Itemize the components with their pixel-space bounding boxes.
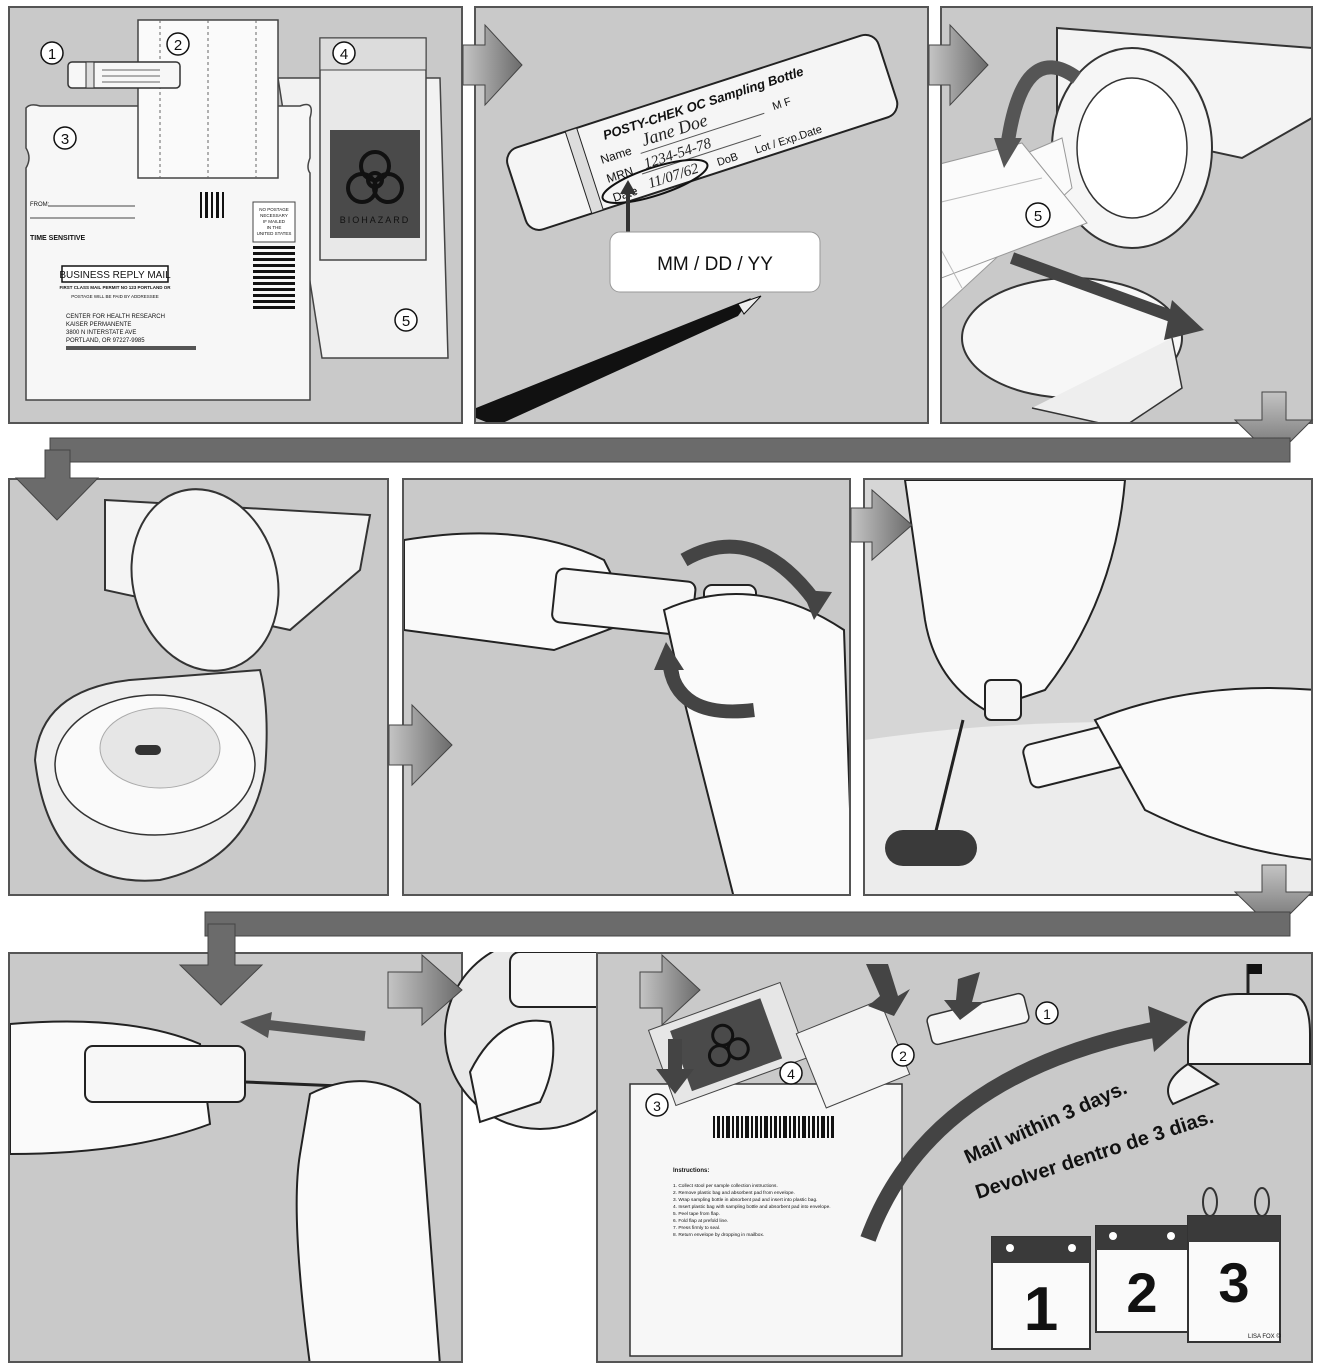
- instruction-line: 6. Fold flap at prefold line.: [673, 1218, 728, 1224]
- svg-text:3: 3: [1218, 1251, 1249, 1314]
- no-postage-line: NECESSARY: [260, 213, 288, 218]
- svg-text:2: 2: [899, 1048, 907, 1064]
- panel-2-label-bottle: POSTY-CHEK OC Sampling Bottle Name Jane …: [474, 6, 929, 424]
- panel-1-kit-contents: BIOHAZARD FROM: TIME SENSITIVE NO POSTAG…: [8, 6, 463, 424]
- number-badge: 2: [167, 33, 189, 55]
- instruction-line: 3. Wrap sampling bottle in absorbent pad…: [673, 1197, 817, 1203]
- right-hand: [664, 594, 851, 896]
- artist-credit: LISA FOX ©: [1248, 1333, 1281, 1340]
- calendar-day-1: 1: [992, 1237, 1090, 1349]
- panel-9-mail-kit: Instructions: 1. Collect stool per sampl…: [596, 952, 1313, 1363]
- kit-contents-illustration: BIOHAZARD FROM: TIME SENSITIVE NO POSTAG…: [10, 8, 463, 424]
- biohazard-label: BIOHAZARD: [340, 215, 411, 225]
- number-badge: 1: [1036, 1002, 1058, 1024]
- mail-instruction-es: Devolver dentro de 3 dias.: [973, 1106, 1217, 1204]
- instruction-line: 2. Remove plastic bag and absorbent pad …: [673, 1190, 795, 1196]
- right-hand: [297, 1081, 440, 1363]
- svg-text:4: 4: [787, 1066, 795, 1082]
- insert-probe-illustration: [10, 954, 463, 1363]
- permit-line: FIRST CLASS MAIL PERMIT NO 123 PORTLAND …: [60, 285, 172, 290]
- pen-icon: [476, 298, 751, 424]
- panel-6-collect-sample: [863, 478, 1313, 896]
- address-line: 3800 N INTERSTATE AVE: [66, 330, 136, 336]
- business-reply-title: BUSINESS REPLY MAIL: [59, 270, 171, 281]
- no-postage-line: UNITED STATES: [257, 231, 292, 236]
- svg-text:5: 5: [1034, 208, 1042, 225]
- svg-text:4: 4: [340, 46, 348, 63]
- click-cap-illustration: [440, 952, 600, 1363]
- probe-stick: [245, 1082, 340, 1086]
- instruction-line: 7. Press firmly to seal.: [673, 1225, 720, 1231]
- no-postage-line: IF MAILED: [263, 219, 286, 224]
- sampling-bottle: [85, 1046, 245, 1102]
- instruction-line: 4. Insert plastic bag with sampling bott…: [673, 1204, 831, 1210]
- panel-8-click-cap: [440, 952, 600, 1363]
- mail-kit-illustration: Instructions: 1. Collect stool per sampl…: [598, 954, 1313, 1363]
- svg-text:3: 3: [61, 131, 69, 148]
- sampling-bottle: [926, 992, 1030, 1045]
- stool-on-pad-illustration: [10, 480, 389, 896]
- number-badge: 3: [646, 1094, 668, 1116]
- envelope-from-label: FROM:: [30, 202, 50, 208]
- svg-text:1: 1: [1024, 1275, 1058, 1344]
- no-postage-line: NO POSTAGE: [259, 207, 288, 212]
- number-badge: 4: [333, 42, 355, 64]
- mailbox-icon: [1168, 964, 1310, 1104]
- number-badge: 4: [780, 1062, 802, 1084]
- collect-sample-illustration: [865, 480, 1313, 896]
- row-connector-bar: [50, 438, 1290, 462]
- time-sensitive-label: TIME SENSITIVE: [30, 235, 86, 242]
- address-line: PORTLAND, OR 97227-9985: [66, 338, 145, 344]
- panel-7-insert-probe: [8, 952, 463, 1363]
- number-badge: 5: [1026, 203, 1050, 227]
- panel-3-place-pad: 5: [940, 6, 1313, 424]
- address-line: KAISER PERMANENTE: [66, 322, 131, 328]
- label-bottle-illustration: POSTY-CHEK OC Sampling Bottle Name Jane …: [476, 8, 929, 424]
- postage-paid-line: POSTAGE WILL BE PAID BY ADDRESSEE: [71, 294, 159, 299]
- no-postage-line: IN THE: [267, 225, 282, 230]
- address-line: CENTER FOR HEALTH RESEARCH: [66, 314, 165, 320]
- number-badge: 2: [892, 1044, 914, 1066]
- calendar-day-3: 3: [1188, 1188, 1280, 1342]
- svg-text:1: 1: [48, 46, 56, 63]
- svg-text:2: 2: [174, 37, 182, 54]
- number-badge: 5: [395, 309, 417, 331]
- panel-4-stool-on-pad: [8, 478, 389, 896]
- stool-sample: [135, 745, 161, 755]
- instruction-line: 8. Return envelope by dropping in mailbo…: [673, 1232, 764, 1238]
- svg-text:3: 3: [653, 1098, 661, 1114]
- insert-arrow: [260, 1024, 365, 1036]
- open-bottle-illustration: [404, 480, 851, 896]
- number-badge: 1: [41, 42, 63, 64]
- svg-text:1: 1: [1043, 1006, 1051, 1022]
- number-badge: 3: [54, 127, 76, 149]
- date-format-text: MM / DD / YY: [657, 254, 773, 275]
- svg-text:2: 2: [1126, 1261, 1157, 1324]
- instruction-line: 1. Collect stool per sample collection i…: [673, 1183, 778, 1189]
- place-pad-illustration: 5: [942, 8, 1313, 424]
- svg-text:5: 5: [402, 313, 410, 330]
- calendar-day-2: 2: [1096, 1226, 1188, 1332]
- instruction-line: 5. Peel tape from flap.: [673, 1211, 720, 1217]
- instructions-heading: Instructions:: [673, 1168, 709, 1174]
- row-connector-bar: [205, 912, 1290, 936]
- sampling-bottle: [68, 62, 180, 88]
- panel-5-open-bottle: [402, 478, 851, 896]
- sampling-bottle-closeup: [503, 31, 900, 233]
- stool-sample: [885, 830, 977, 866]
